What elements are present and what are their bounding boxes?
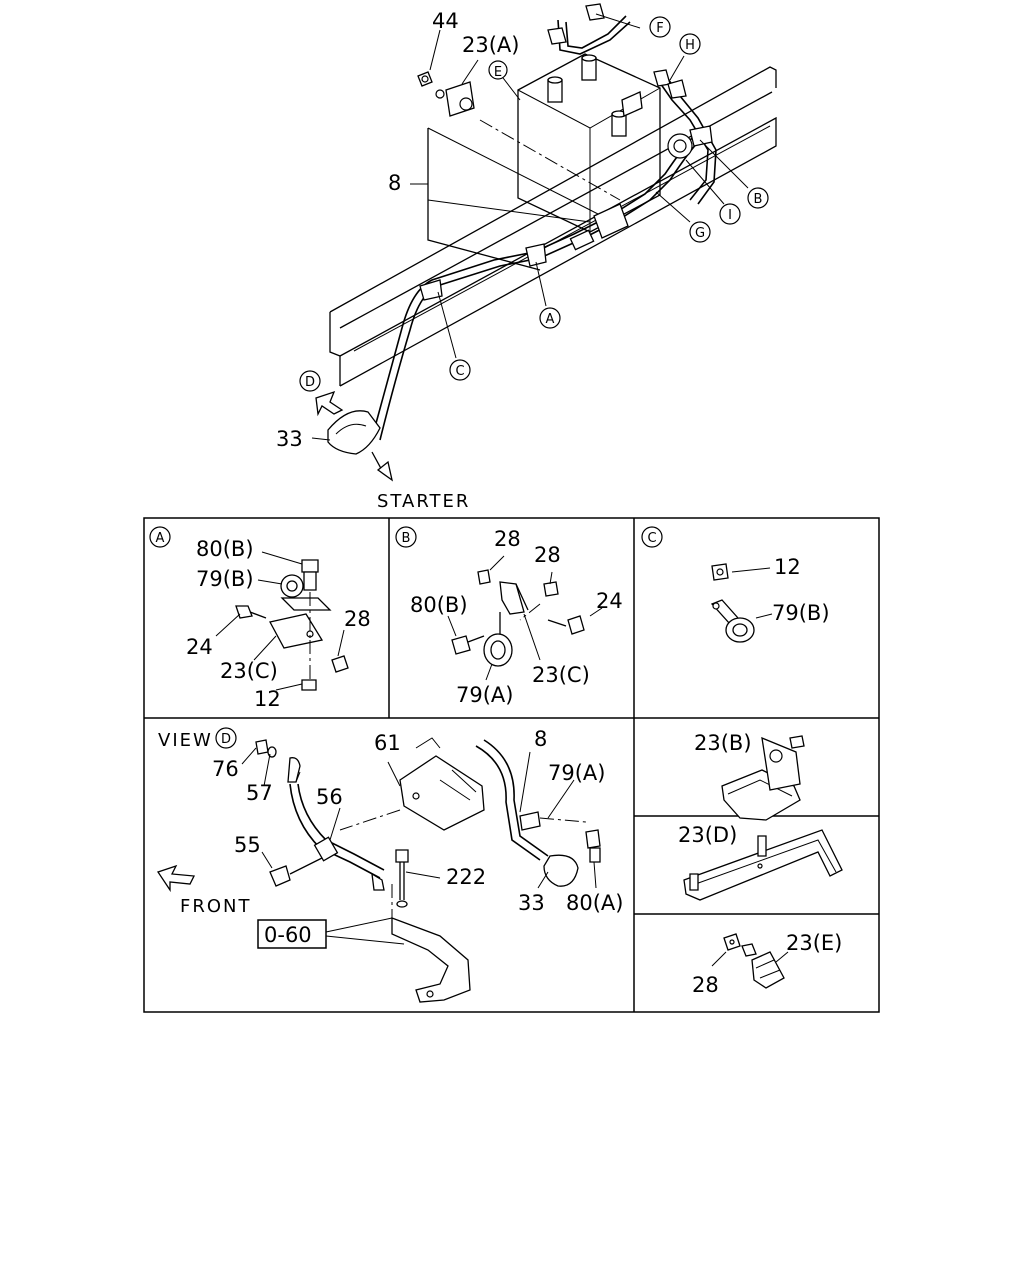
view-d-label-56: 56 xyxy=(316,785,343,809)
callout-d-circle xyxy=(299,370,321,392)
detail-b-header: B xyxy=(402,531,411,546)
callout-i: I xyxy=(728,208,732,223)
detail-a-label-24: 24 xyxy=(186,635,213,659)
cable-connector xyxy=(569,203,629,251)
label-23a: 23(A) xyxy=(462,33,519,57)
terminals xyxy=(419,3,713,301)
detail-b-label-28a: 28 xyxy=(494,527,521,551)
detail-23d-label: 23(D) xyxy=(678,823,737,847)
callout-c-circle xyxy=(449,359,471,381)
detail-a-panel: A 80(B) 79(B) 24 28 23(C) 12 xyxy=(149,526,371,711)
part-8-plate-outline xyxy=(427,128,541,271)
callout-a-circle xyxy=(539,307,561,329)
view-d-parts xyxy=(156,737,601,1003)
callout-g-circle xyxy=(689,221,711,243)
detail-23e-panel: 23(E) 28 xyxy=(692,931,842,997)
detail-23b-label: 23(B) xyxy=(694,731,752,755)
view-d-title: VIEW xyxy=(158,730,213,751)
detail-b-panel: B 28 28 80(B) 24 23(C) 79(A) xyxy=(395,526,623,707)
detail-b-parts xyxy=(451,569,585,667)
detail-c-header: C xyxy=(647,531,656,546)
view-d-ref-box xyxy=(257,919,327,949)
main-leader-lines xyxy=(311,13,749,441)
callout-b-circle xyxy=(747,187,769,209)
view-d-label-8: 8 xyxy=(534,727,547,751)
view-d-label-79a: 79(A) xyxy=(548,761,605,785)
detail-a-parts xyxy=(235,559,349,691)
view-d-label-61: 61 xyxy=(374,731,401,755)
battery-box xyxy=(517,53,661,233)
detail-c-label-12: 12 xyxy=(774,555,801,579)
view-d-ref-label: 0-60 xyxy=(264,923,312,947)
callout-f-circle xyxy=(649,16,671,38)
callout-e-circle xyxy=(488,60,508,80)
detail-a-label-79b: 79(B) xyxy=(196,567,254,591)
view-d-panel: VIEW D xyxy=(156,727,623,1003)
callout-i-circle xyxy=(719,203,741,225)
detail-a-label-80b: 80(B) xyxy=(196,537,254,561)
detail-b-label-80b: 80(B) xyxy=(410,593,468,617)
detail-c-parts xyxy=(710,563,755,643)
detail-b-label-79a: 79(A) xyxy=(456,683,513,707)
detail-23b-panel: 23(B) xyxy=(694,731,805,821)
detail-a-label-12: 12 xyxy=(254,687,281,711)
detail-c-panel: C 12 79(B) xyxy=(641,526,830,643)
detail-23d-panel: 23(D) xyxy=(678,823,843,901)
detail-a-label-23c: 23(C) xyxy=(220,659,278,683)
view-d-label-33: 33 xyxy=(518,891,545,915)
callout-a: A xyxy=(546,312,555,327)
label-33: 33 xyxy=(276,427,303,451)
label-44: 44 xyxy=(432,9,459,33)
view-d-label-80a: 80(A) xyxy=(566,891,623,915)
view-d-marker: D xyxy=(221,732,231,747)
callout-g: G xyxy=(695,226,705,241)
view-d-label-76: 76 xyxy=(212,757,239,781)
view-d-label-front: FRONT xyxy=(180,896,252,917)
cable-boot-33 xyxy=(327,410,381,455)
label-8: 8 xyxy=(388,171,401,195)
view-d-arrow xyxy=(315,390,344,417)
view-d-label-222: 222 xyxy=(446,865,486,889)
main-assembly-view: 44 23(A) E F H 8 B I G A C D 33 STARTER xyxy=(276,3,777,512)
callout-f: F xyxy=(656,21,663,36)
frame-rail xyxy=(329,66,777,387)
callout-d: D xyxy=(305,375,315,390)
detail-23e-label-28: 28 xyxy=(692,973,719,997)
callout-h: H xyxy=(685,38,695,53)
label-starter: STARTER xyxy=(377,491,470,512)
detail-b-label-24: 24 xyxy=(596,589,623,613)
detail-a-label-28: 28 xyxy=(344,607,371,631)
view-d-label-57: 57 xyxy=(246,781,273,805)
starter-arrow-head xyxy=(376,460,394,482)
detail-c-label-79b: 79(B) xyxy=(772,601,830,625)
detail-b-label-28b: 28 xyxy=(534,543,561,567)
callout-b: B xyxy=(754,192,763,207)
bracket-23a xyxy=(417,71,475,117)
detail-b-label-23c: 23(C) xyxy=(532,663,590,687)
callout-h-circle xyxy=(679,33,701,55)
view-d-label-55: 55 xyxy=(234,833,261,857)
callout-c: C xyxy=(455,364,464,379)
callout-e: E xyxy=(494,65,502,80)
detail-panels-grid xyxy=(143,517,880,1013)
detail-23e-label-23e: 23(E) xyxy=(786,931,842,955)
detail-a-header: A xyxy=(156,531,165,546)
